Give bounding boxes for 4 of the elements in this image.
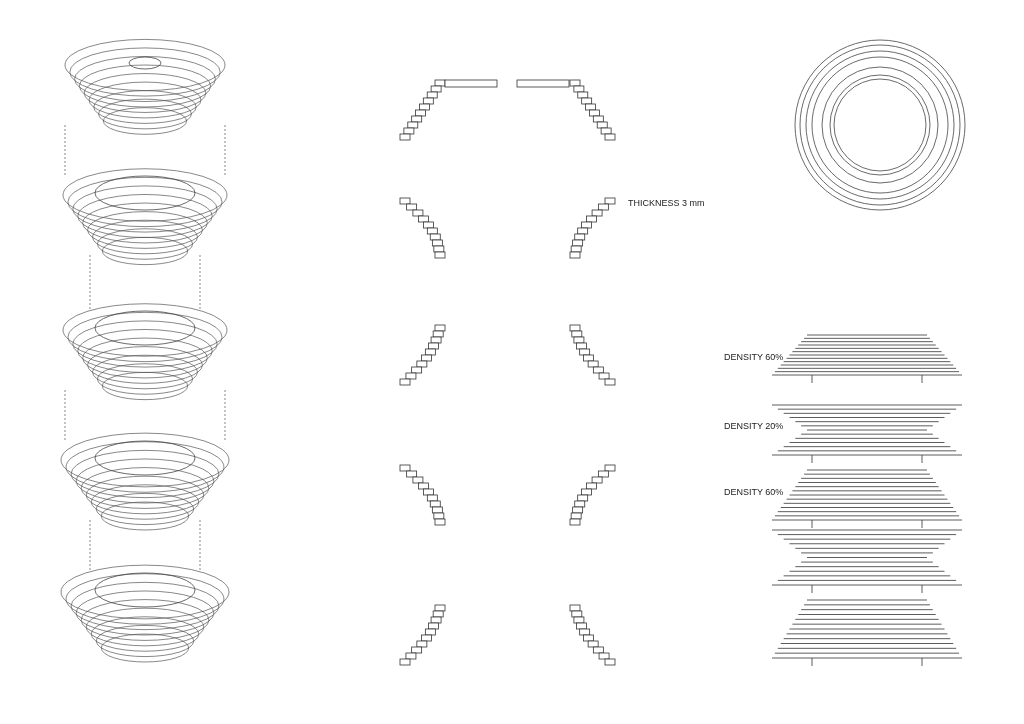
annotation-label: DENSITY 60% xyxy=(724,351,784,364)
annotation-label: DENSITY 60% xyxy=(724,486,784,499)
annotation-label: DENSITY 20% xyxy=(724,420,784,433)
annotation-label: THICKNESS 3 mm xyxy=(628,197,705,210)
